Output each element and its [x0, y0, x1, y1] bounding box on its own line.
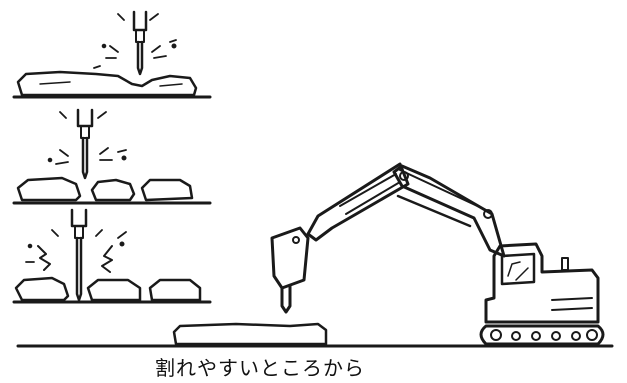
concrete-piece-3c: [148, 278, 202, 302]
breaker-chisel-icon: [70, 208, 88, 302]
concrete-piece-3a: [14, 276, 70, 302]
excavator-track: [479, 324, 605, 346]
step-1-panel: [12, 10, 212, 99]
excavator-body: [484, 242, 600, 324]
excavator-cab-window: [500, 252, 536, 286]
excavator-boom: [392, 164, 506, 258]
concrete-piece-2b: [90, 178, 136, 202]
excavator-arm: [306, 162, 410, 242]
breaker-head: [270, 226, 310, 290]
breaker-chisel-icon: [132, 10, 148, 76]
concrete-slab-main: [172, 322, 328, 346]
caption-text: 割れやすいところから: [155, 356, 365, 380]
concrete-piece-2c: [140, 178, 194, 202]
excavator-icon: [270, 162, 605, 346]
step-2-panel: [12, 108, 212, 205]
concrete-slab-1: [16, 70, 198, 97]
breaker-chisel: [280, 284, 292, 314]
step-3-panel: [12, 208, 212, 304]
breaker-chisel-icon: [76, 108, 94, 180]
concrete-piece-2a: [16, 176, 82, 202]
concrete-piece-3b: [86, 278, 142, 302]
